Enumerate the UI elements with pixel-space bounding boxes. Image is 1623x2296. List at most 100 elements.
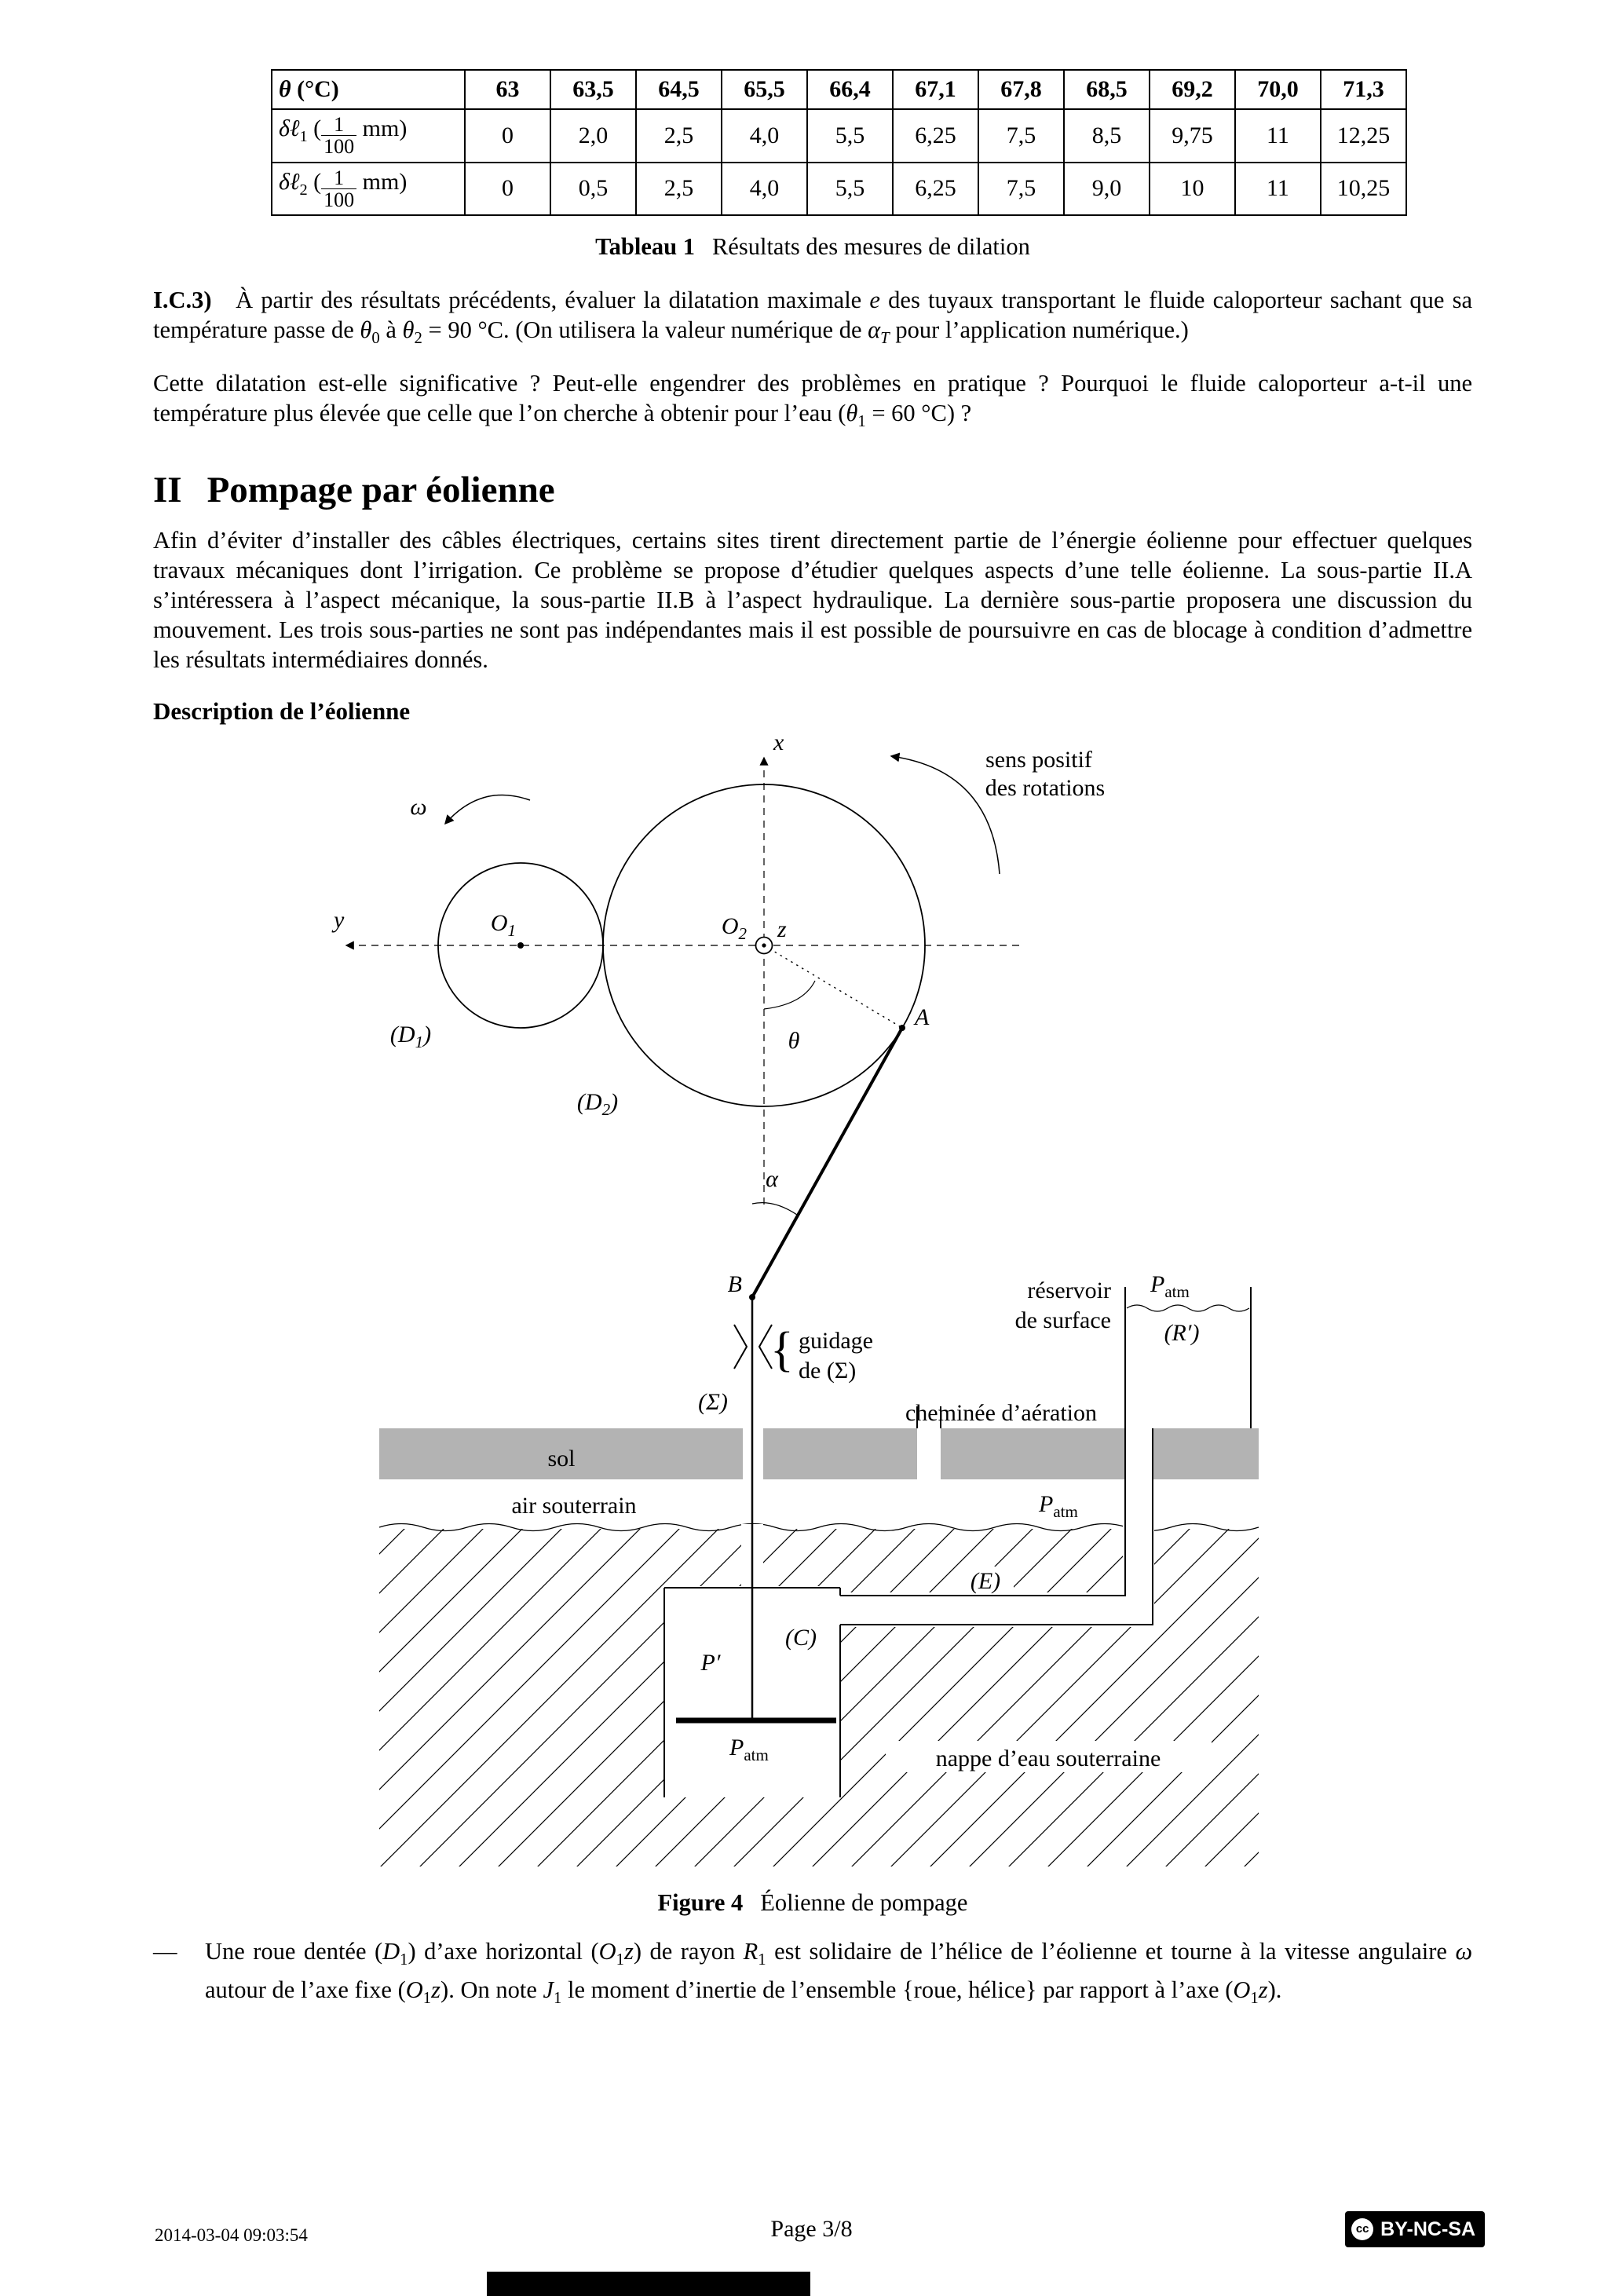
dilation-results-table: θ (°C) 63 63,5 64,5 65,5 66,4 67,1 67,8 … [271,69,1407,217]
table-cell: 2,5 [635,108,722,163]
footer-page-number: Page 3/8 [770,2216,853,2242]
label-point-b: B [728,1271,742,1297]
label-guidage-2: de (Σ) [799,1358,856,1384]
table-cell: 11 [1234,108,1321,163]
table-cell: 67,1 [892,69,979,110]
z-axis-dot [762,943,766,948]
pump-cylinder [663,1297,841,1798]
table-cell: 7,5 [978,161,1065,217]
table-cell: 66,4 [806,69,894,110]
reservoir-water-line [1126,1304,1250,1313]
surface-reservoir-and-pipe [840,1287,1252,1626]
figure-caption: Figure 4 Éolienne de pompage [153,1888,1472,1918]
label-sigma: (Σ) [698,1389,728,1415]
table-header-theta: θ (°C) [271,69,466,110]
label-guidage-1: guidage [799,1328,873,1354]
section-title: Pompage par éolienne [207,470,555,511]
table-caption-text: Résultats des mesures de dilation [711,233,1030,261]
point-a-dot [899,1025,905,1032]
bottom-bar [487,2272,810,2296]
label-reservoir-1: réservoir [1027,1278,1111,1303]
shaft-guide-mark-right [758,1324,773,1369]
connecting-rod [751,1027,904,1299]
cc-license-text: BY-NC-SA [1380,2218,1475,2240]
figure-caption-text: Éolienne de pompage [760,1889,968,1917]
table-caption-label: Tableau 1 [595,233,695,261]
label-cheminee: cheminée d’aération [905,1400,1097,1426]
label-x-axis: x [773,729,784,755]
label-r-prime: (R′) [1164,1320,1200,1346]
table-cell: 63 [464,69,551,110]
positive-rotation-arrow [890,752,1000,875]
label-wheel-d1: (D1) [390,1022,431,1051]
label-z-axis: z [777,916,787,942]
table-cell: 69,2 [1149,69,1236,110]
section-number: II [153,470,182,511]
crank-radius-dotted [763,945,903,1029]
table-cell: 68,5 [1063,69,1150,110]
intro-paragraph: Afin d’éviter d’installer des câbles éle… [153,527,1472,674]
label-sol: sol [547,1446,575,1472]
cc-license-badge: cc BY-NC-SA [1345,2211,1485,2247]
point-o1-dot [517,942,524,949]
table-cell: 5,5 [806,161,894,217]
label-cylinder-c: (C) [785,1625,817,1651]
table-cell: 0 [464,161,551,217]
page-footer: 2014-03-04 09:03:54 Page 3/8 cc BY-NC-SA [0,2208,1623,2263]
table-cell: 4,0 [721,161,808,217]
windmill-figure-svg: x y ω O1 O2 z (D1) (D2) A B θ α sens pos… [331,729,1259,1867]
label-patm-underground: Patm [1038,1491,1078,1521]
table-cell: 4,0 [721,108,808,163]
ground-band [379,1406,1259,1480]
table-cell: 9,0 [1063,161,1150,217]
label-y-axis: y [331,907,345,933]
table-cell: 2,0 [550,108,637,163]
bullet-item: — Une roue dentée (D1) d’axe horizontal … [153,1936,1472,2013]
table-cell: 5,5 [806,108,894,163]
label-air-souterrain: air souterrain [511,1493,636,1519]
label-piston-p-prime: P′ [700,1650,721,1676]
label-patm-reservoir: Patm [1150,1271,1190,1301]
label-angle-theta: θ [788,1028,800,1054]
table-header-row: θ (°C) 63 63,5 64,5 65,5 66,4 67,1 67,8 … [271,69,1407,110]
label-point-a: A [913,1004,930,1030]
label-point-o2: O2 [722,913,748,943]
rotor-wheel-d2 [602,784,926,1108]
table-cell: 10,25 [1320,161,1407,217]
bullet-text: Une roue dentée (D1) d’axe horizontal (O… [205,1938,1472,2008]
table-cell: 70,0 [1234,69,1321,110]
table-cell: 12,25 [1320,108,1407,163]
paragraph-ic3: I.C.3) À partir des résultats précédents… [153,287,1472,348]
guide-brace: { [770,1323,794,1377]
label-wheel-d2: (D2) [577,1089,618,1119]
table-cell: 65,5 [721,69,808,110]
label-reservoir-2: de surface [1015,1307,1111,1333]
label-nappe: nappe d’eau souterraine [936,1746,1161,1771]
bullet-dash: — [153,1938,177,1965]
label-rotation-sense-2: des rotations [985,775,1105,801]
table-cell: 2,5 [635,161,722,217]
table-caption: Tableau 1 Résultats des mesures de dilati… [153,232,1472,261]
windmill-figure: x y ω O1 O2 z (D1) (D2) A B θ α sens pos… [222,729,1472,1883]
table-cell: 6,25 [892,108,979,163]
angle-theta-arc [763,981,816,1010]
angle-alpha-arc [751,1202,798,1216]
table-cell: 64,5 [635,69,722,110]
table-cell: 8,5 [1063,108,1150,163]
description-heading: Description de l’éolienne [153,697,411,726]
footer-timestamp: 2014-03-04 09:03:54 [155,2225,308,2245]
shaft-guide-mark-left [733,1324,748,1369]
figure-caption-label: Figure 4 [657,1889,744,1917]
omega-rotation-arrow [444,795,531,825]
table-cell: 71,3 [1320,69,1407,110]
table-cell: 10 [1149,161,1236,217]
table-cell: 7,5 [978,108,1065,163]
cc-icon: cc [1351,2218,1374,2240]
hatch-cutouts [664,1524,1212,1798]
paragraph-significance: Cette dilatation est-elle significative … [153,370,1472,431]
table-cell: 9,75 [1149,108,1236,163]
